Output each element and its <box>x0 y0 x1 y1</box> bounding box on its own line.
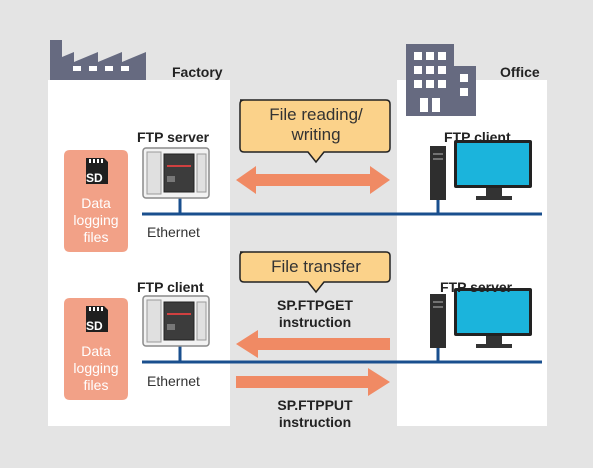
top-plc <box>142 147 210 199</box>
ftpget-name: SP.FTPGET <box>277 297 353 313</box>
top-sd-label: SD <box>86 171 103 185</box>
file-transfer-callout <box>239 251 391 294</box>
callout-line-2: writing <box>291 125 341 144</box>
bottom-sd-files-text: Data logging files <box>66 343 126 394</box>
ftpput-name: SP.FTPPUT <box>277 397 353 413</box>
bottom-sd-label: SD <box>86 319 103 333</box>
factory-label: Factory <box>172 64 223 80</box>
sd-line: files <box>83 377 109 393</box>
sd-line: Data <box>81 343 111 359</box>
top-ftp-server-label: FTP server <box>137 129 210 145</box>
read-write-callout-text: File reading/ writing <box>244 105 388 145</box>
top-ethernet-label: Ethernet <box>147 224 200 240</box>
sd-line: files <box>83 229 109 245</box>
read-write-callout <box>239 99 391 164</box>
file-transfer-callout-text: File transfer <box>271 257 361 276</box>
read-write-arrow <box>236 166 390 194</box>
ftpput-instruction: SP.FTPPUT instruction <box>250 397 380 431</box>
top-ftp-client-label: FTP client <box>444 129 511 145</box>
sd-line: logging <box>73 212 119 228</box>
sd-line: logging <box>73 360 119 376</box>
bottom-ethernet-label: Ethernet <box>147 373 200 389</box>
factory-icon <box>50 40 146 80</box>
office-label: Office <box>500 64 540 80</box>
bottom-ftp-client-label: FTP client <box>137 279 204 295</box>
ftpget-instruction: SP.FTPGET instruction <box>250 297 380 331</box>
sd-line: Data <box>81 195 111 211</box>
callout-line-1: File reading/ <box>269 105 363 124</box>
ftpget-arrow <box>236 330 390 358</box>
ftpget-word: instruction <box>278 314 352 330</box>
ftpput-arrow <box>236 368 390 396</box>
office-icon <box>406 44 476 116</box>
office-panel <box>397 80 547 426</box>
bottom-ftp-server-label: FTP server <box>440 279 513 295</box>
top-sd-files-text: Data logging files <box>66 195 126 246</box>
bottom-plc <box>142 295 210 347</box>
ftpput-word: instruction <box>278 414 352 430</box>
